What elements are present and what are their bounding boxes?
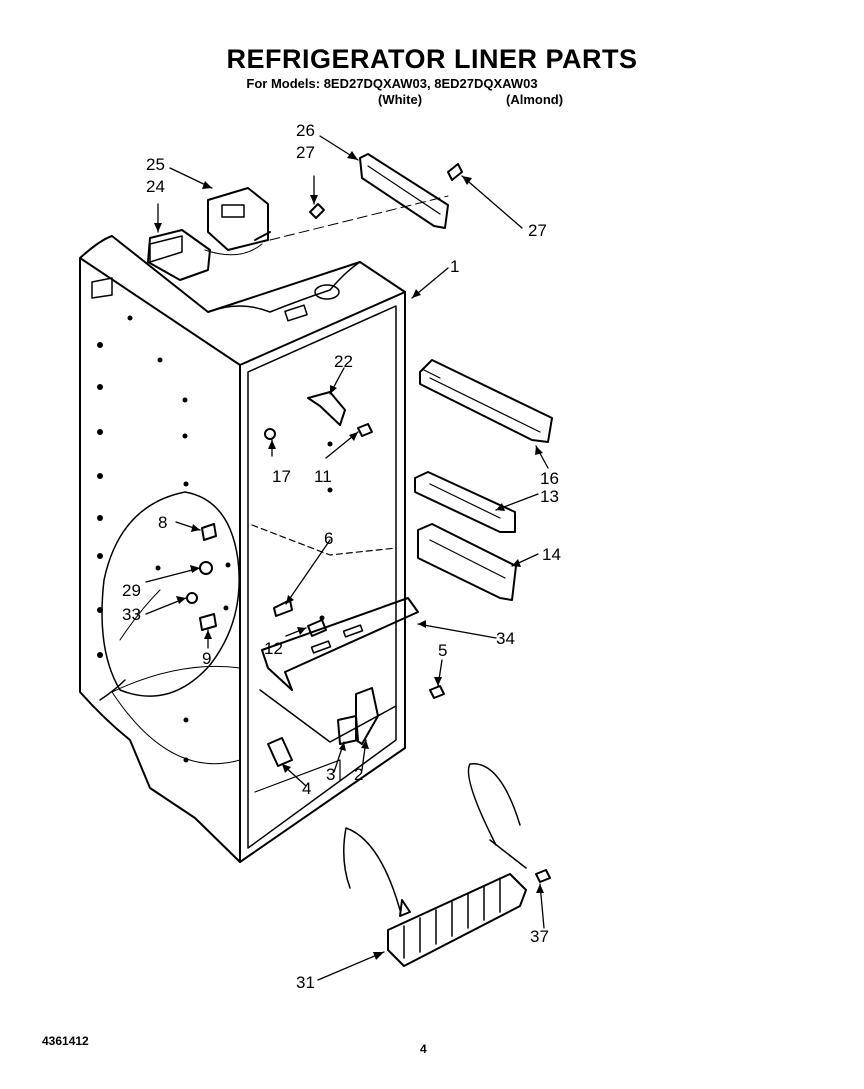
screw-27a xyxy=(309,203,325,219)
callout-4: 4 xyxy=(302,779,311,798)
panel-holes xyxy=(97,315,333,763)
drain-pan-31 xyxy=(343,763,527,967)
part-6 xyxy=(273,599,293,617)
screw-27b xyxy=(447,163,463,181)
callout-29: 29 xyxy=(122,581,141,600)
callout-26: 26 xyxy=(296,121,315,140)
callout-labels: 26 27 27 25 24 1 22 17 11 16 13 14 8 6 2… xyxy=(122,121,561,992)
callout-3: 3 xyxy=(326,765,335,784)
part-33 xyxy=(186,592,198,604)
callout-31: 31 xyxy=(296,973,315,992)
part-12 xyxy=(307,619,327,637)
callout-14: 14 xyxy=(542,545,561,564)
callout-5: 5 xyxy=(438,641,447,660)
channel-34 xyxy=(261,597,419,691)
cover-16 xyxy=(419,359,553,443)
callout-1: 1 xyxy=(450,257,459,276)
part-3 xyxy=(337,715,359,745)
callout-27: 27 xyxy=(528,221,547,240)
callout-11: 11 xyxy=(314,467,332,486)
callout-27: 27 xyxy=(296,143,315,162)
callout-8: 8 xyxy=(158,513,167,532)
rail-14 xyxy=(417,523,517,601)
bracket-26 xyxy=(269,153,449,241)
page-title: REFRIGERATOR LINER PARTS xyxy=(226,44,638,74)
callout-24: 24 xyxy=(146,177,165,196)
callout-6: 6 xyxy=(324,529,333,548)
callout-37: 37 xyxy=(530,927,549,946)
callout-9: 9 xyxy=(202,649,211,668)
part-8 xyxy=(201,523,217,541)
callout-22: 22 xyxy=(334,352,353,371)
callout-13: 13 xyxy=(540,487,559,506)
variant-white: (White) xyxy=(378,92,423,107)
callout-16: 16 xyxy=(540,469,559,488)
liner-body xyxy=(79,235,406,863)
control-housing-24-25 xyxy=(147,187,271,281)
part-4 xyxy=(267,737,293,767)
doc-number: 4361412 xyxy=(42,1034,89,1048)
callout-17: 17 xyxy=(272,467,291,486)
bracket-22 xyxy=(307,391,346,426)
screw-37 xyxy=(535,869,551,883)
screw-5 xyxy=(429,685,445,699)
callout-25: 25 xyxy=(146,155,165,174)
part-2 xyxy=(355,687,379,745)
part-29 xyxy=(199,561,213,575)
arrowheads xyxy=(154,151,544,960)
screw-11 xyxy=(357,423,373,437)
page-number: 4 xyxy=(420,1042,427,1056)
rail-13 xyxy=(414,471,516,533)
callout-12: 12 xyxy=(264,639,283,658)
leader-lines xyxy=(145,135,549,981)
variant-almond: (Almond) xyxy=(506,92,564,107)
screw-17 xyxy=(264,428,276,440)
callout-2: 2 xyxy=(354,765,363,784)
callout-34: 34 xyxy=(496,629,515,648)
part-9 xyxy=(199,613,217,631)
models-line: For Models: 8ED27DQXAW03, 8ED27DQXAW03 xyxy=(246,76,538,91)
callout-33: 33 xyxy=(122,605,141,624)
